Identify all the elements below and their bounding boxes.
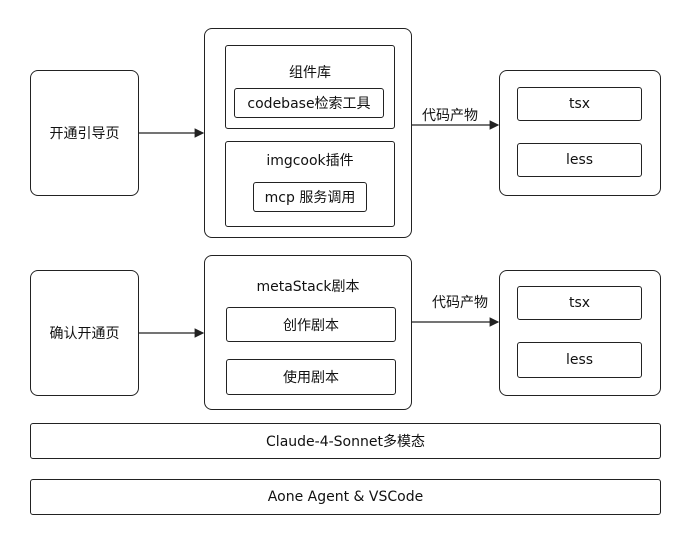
metastack-container: metaStack剧本 创作剧本 使用剧本: [204, 255, 412, 410]
create-script-item: 创作剧本: [226, 307, 396, 342]
use-script-item: 使用剧本: [226, 359, 396, 395]
output-container: tsx less: [499, 70, 661, 196]
output-less: less: [517, 143, 642, 177]
page-node-label: 开通引导页: [49, 126, 120, 142]
edge-label-code-output: 代码产物: [422, 108, 478, 124]
output-tsx: tsx: [517, 286, 642, 320]
page-node-onboarding: 开通引导页: [30, 70, 139, 196]
group-title: imgcook插件: [266, 153, 354, 169]
output-tsx: tsx: [517, 87, 642, 121]
model-bar: Claude-4-Sonnet多模态: [30, 423, 661, 459]
codebase-search-tool: codebase检索工具: [234, 88, 384, 118]
component-library-group: 组件库 codebase检索工具: [225, 45, 395, 129]
page-node-label: 确认开通页: [49, 326, 120, 342]
page-node-confirm: 确认开通页: [30, 270, 139, 396]
group-title: 组件库: [289, 65, 331, 81]
toolchain-container: 组件库 codebase检索工具 imgcook插件 mcp 服务调用: [204, 28, 412, 238]
output-less: less: [517, 342, 642, 378]
output-container: tsx less: [499, 270, 661, 396]
edge-label-code-output: 代码产物: [432, 295, 488, 311]
imgcook-plugin-group: imgcook插件 mcp 服务调用: [225, 141, 395, 227]
mcp-service-call: mcp 服务调用: [253, 182, 367, 212]
group-title: metaStack剧本: [256, 279, 360, 295]
platform-bar: Aone Agent & VSCode: [30, 479, 661, 515]
